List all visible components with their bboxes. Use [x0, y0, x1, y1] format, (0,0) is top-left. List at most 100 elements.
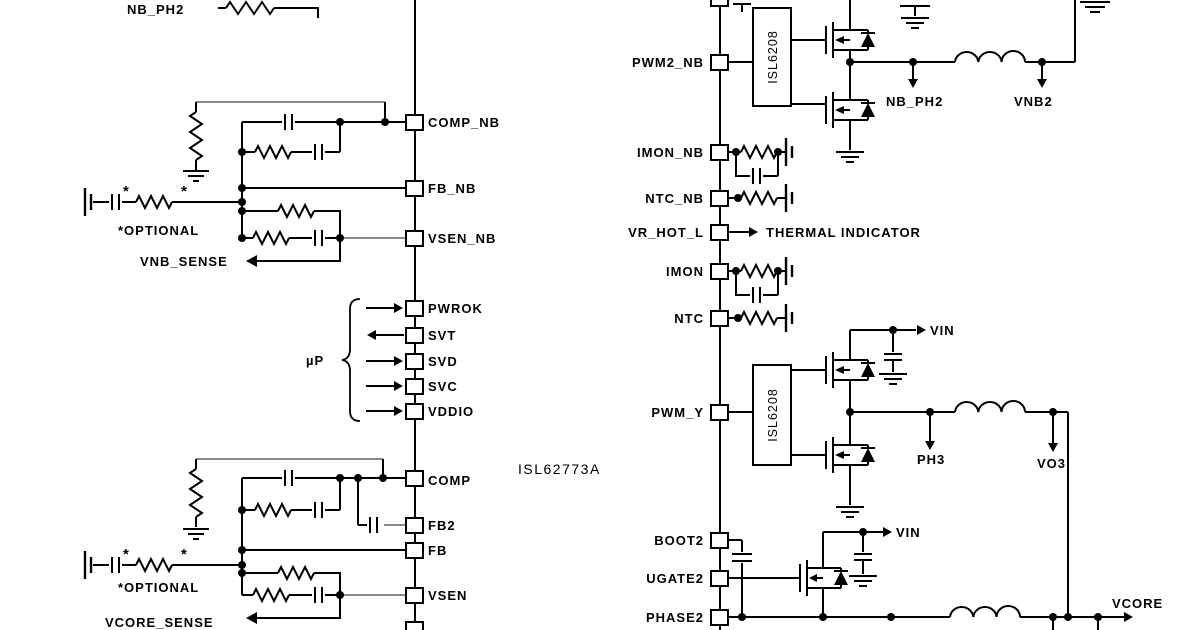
mosfet-nb-high — [791, 0, 875, 62]
ground-symbol — [183, 170, 209, 182]
capacitor-ground-mid — [879, 330, 907, 385]
resistor — [252, 229, 290, 247]
pin-label-vsen: VSEN — [428, 588, 467, 603]
ground-symbol — [784, 304, 794, 332]
capacitor — [284, 114, 293, 130]
ground-symbol — [784, 257, 794, 285]
mosfet-nb-low — [791, 62, 875, 163]
controller-part-label: ISL62773A — [518, 461, 601, 477]
pin-phase2 — [710, 609, 729, 626]
ntc-nb-network — [729, 184, 794, 212]
ground-symbol — [784, 138, 794, 166]
resistor-nb-ph2 — [225, 0, 275, 16]
ground-symbol — [836, 506, 864, 518]
mosfet-y-high — [791, 330, 875, 412]
resistor — [740, 189, 778, 207]
pin-label-vr-hot-l: VR_HOT_L — [628, 225, 704, 240]
pin-svd — [405, 353, 424, 370]
pin-label-fb: FB — [428, 543, 447, 558]
vnb-sense-arrow: VNB_SENSE — [140, 238, 341, 269]
net-label-vnb-sense: VNB_SENSE — [140, 254, 228, 269]
capacitor-fb2 — [357, 478, 378, 533]
resistor-optional — [135, 193, 173, 211]
net-label-thermal: THERMAL INDICATOR — [766, 225, 921, 240]
pin-imon-nb — [710, 144, 729, 161]
optional-note-top: *OPTIONAL — [118, 223, 199, 238]
pin-label-svc: SVC — [428, 379, 458, 394]
driver-block-y — [752, 364, 792, 466]
optional-input-bottom: * * *OPTIONAL — [83, 546, 242, 595]
pin-label-vddio: VDDIO — [428, 404, 474, 419]
mosfet-core-high — [799, 532, 848, 617]
pin-label-pwm2-nb: PWM2_NB — [632, 55, 704, 70]
net-label-vnb2: VNB2 — [1014, 94, 1053, 109]
net-label-nb-ph2-left: NB_PH2 — [127, 2, 184, 17]
nb-power-stage: ISL6208 NB_PH2 V — [729, 0, 1110, 163]
driver-block-nb — [752, 7, 792, 107]
comp-nb-network — [183, 101, 406, 238]
pin-label-comp: COMP — [428, 473, 471, 488]
pin-label-fb2: FB2 — [428, 518, 456, 533]
ground-symbol — [183, 528, 209, 540]
microprocessor-group: µP — [306, 298, 404, 422]
imon-nb-network — [729, 138, 794, 184]
body-diode — [861, 33, 875, 47]
resistor — [277, 564, 315, 582]
pin-label-imon-nb: IMON_NB — [637, 145, 704, 160]
pin-label-boot2: BOOT2 — [654, 533, 704, 548]
body-diode — [861, 448, 875, 462]
inductor-y — [954, 400, 1026, 413]
optional-input-top: * * *OPTIONAL — [83, 183, 242, 238]
pin-imon — [710, 263, 729, 280]
pin-svc — [405, 378, 424, 395]
core-power-stage: VIN VCORE — [729, 525, 1163, 630]
resistor — [277, 202, 315, 220]
asterisk: * — [123, 546, 129, 563]
right-ic-pins: PWM2_NB IMON_NB NTC_NB VR_HOT_L IMON NTC… — [628, 54, 729, 626]
pin-label-rtn: RTN — [428, 628, 458, 630]
driver-label-y: ISL6208 — [766, 388, 780, 442]
pin-ntc — [710, 310, 729, 327]
pin-pwm-y — [710, 404, 729, 421]
fb-nb-network: * * *OPTIONAL VNB_SENSE — [83, 183, 406, 269]
ground-symbol — [849, 575, 877, 587]
pin-fb2 — [405, 517, 424, 534]
pin-ugate2 — [710, 570, 729, 587]
ground-symbol — [836, 151, 864, 163]
pin-vsen-nb — [405, 230, 424, 247]
pin-boot2 — [710, 532, 729, 549]
inductor-nb — [954, 50, 1026, 63]
net-label-vin-bottom: VIN — [896, 525, 921, 540]
bootstrap-capacitor — [729, 539, 752, 617]
pin-label-ntc-nb: NTC_NB — [645, 191, 704, 206]
ground-symbol — [784, 184, 794, 212]
pin-label-comp-nb: COMP_NB — [428, 115, 500, 130]
pin-label-fb-nb: FB_NB — [428, 181, 476, 196]
net-label-vcore: VCORE — [1112, 596, 1163, 611]
asterisk: * — [181, 546, 187, 563]
net-label-vin-mid: VIN — [930, 323, 955, 338]
pin-comp-nb — [405, 114, 424, 131]
body-diode — [861, 363, 875, 377]
imon-network — [729, 257, 794, 303]
micro-label: µP — [306, 353, 324, 368]
comp-network: * * *OPTIONAL VCORE_SENSE — [83, 458, 406, 630]
ground-symbol-top-right — [1080, 1, 1110, 13]
ground-symbol — [901, 17, 929, 29]
asterisk: * — [123, 183, 129, 200]
resistor-comp-nb-top — [188, 111, 204, 161]
asterisk: * — [181, 183, 187, 200]
capacitor-ground-bottom — [849, 532, 877, 587]
capacitor-ground-top — [900, 5, 930, 29]
vr-hot-arrow: THERMAL INDICATOR — [729, 225, 921, 240]
pin-label-ugate2: UGATE2 — [646, 571, 704, 586]
pin-vsen — [405, 587, 424, 604]
capacitor — [284, 470, 293, 486]
mosfet-y-low — [791, 412, 875, 518]
resistor — [740, 262, 778, 280]
net-label-vo3: VO3 — [1037, 456, 1066, 471]
optional-note-bottom: *OPTIONAL — [118, 580, 199, 595]
pin-svt — [405, 327, 424, 344]
resistor-optional — [135, 556, 173, 574]
